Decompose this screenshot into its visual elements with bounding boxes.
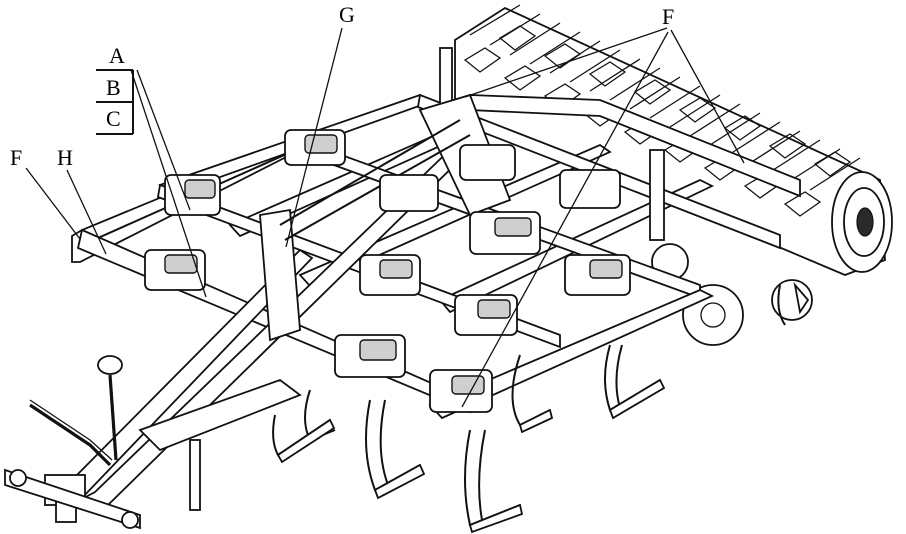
label-f-left: F: [10, 145, 22, 170]
label-h: H: [57, 145, 73, 170]
label-b: B: [106, 75, 121, 100]
label-a: A: [109, 43, 125, 68]
label-g: G: [339, 2, 355, 27]
callout-leaders: [25, 27, 745, 408]
levelling-discs: [651, 243, 813, 346]
drawbar: [4, 93, 512, 530]
tine-assemblies: [144, 129, 810, 534]
label-f-top: F: [662, 4, 674, 29]
label-c: C: [106, 106, 121, 131]
